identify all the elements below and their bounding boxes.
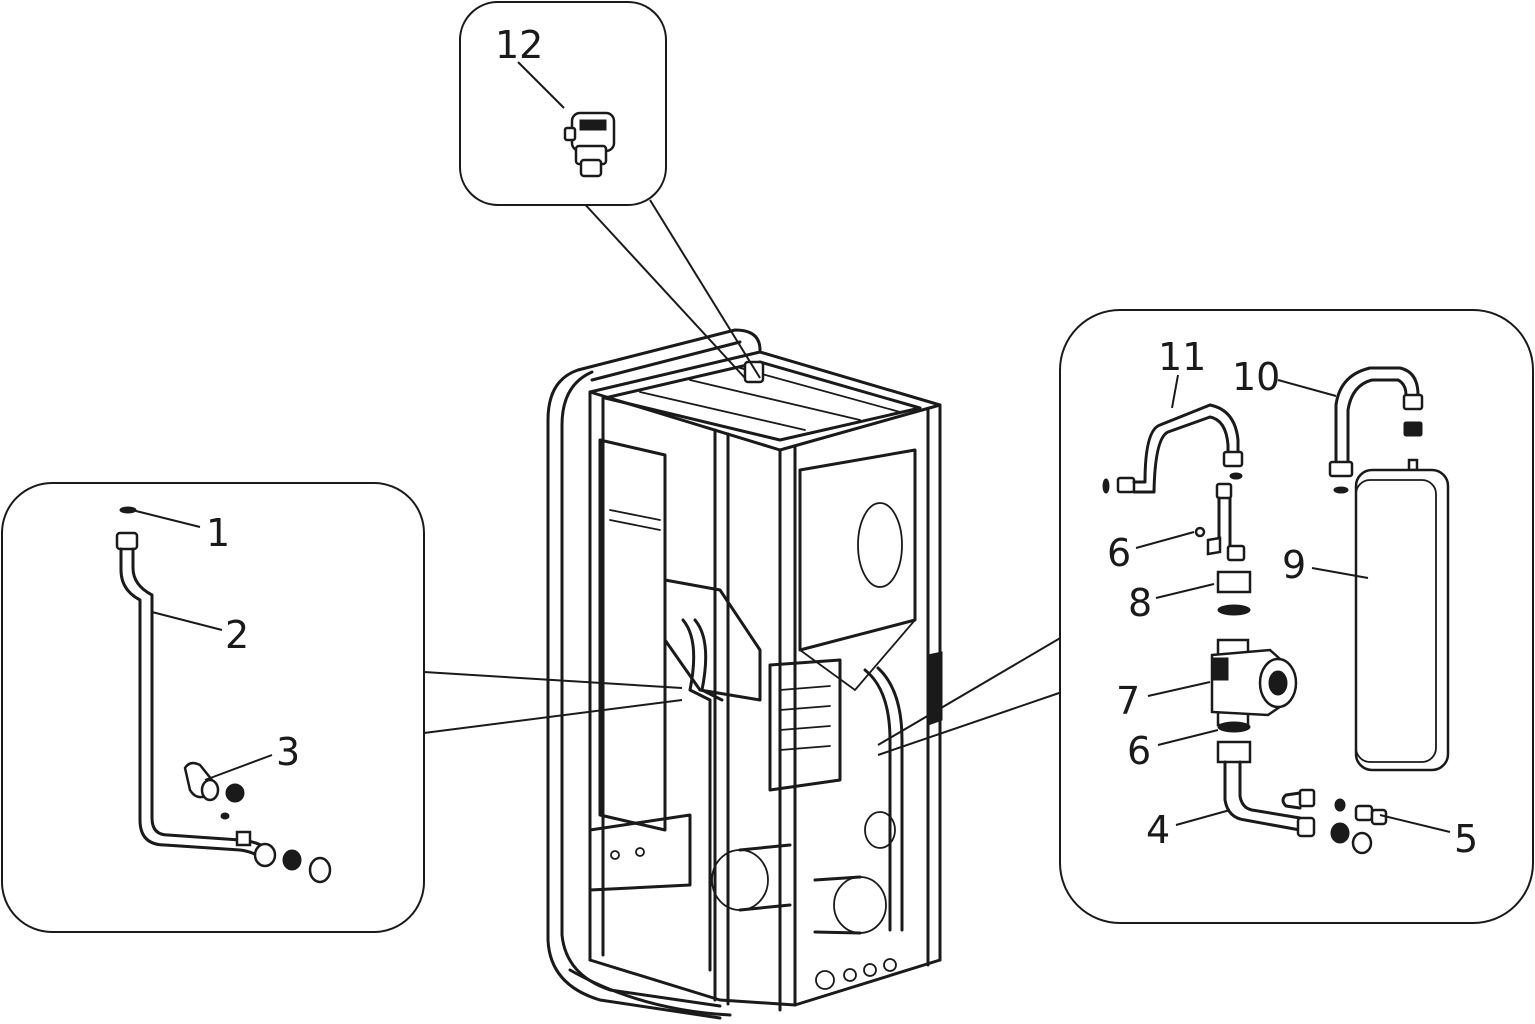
elbow-fittings bbox=[183, 761, 332, 884]
leader-10 bbox=[1277, 379, 1337, 397]
callout-3: 3 bbox=[276, 730, 300, 774]
callout-12: 12 bbox=[495, 23, 543, 67]
leader-8 bbox=[1155, 583, 1215, 599]
leader-12 bbox=[517, 61, 565, 109]
expansion-vessel bbox=[1354, 468, 1450, 772]
callout-5: 5 bbox=[1454, 817, 1478, 861]
callout-6-upper: 6 bbox=[1107, 531, 1131, 575]
pipe-4 bbox=[1216, 721, 1316, 838]
pipe-10 bbox=[1328, 366, 1424, 494]
callout-1: 1 bbox=[206, 511, 230, 555]
air-vent-valve bbox=[563, 111, 616, 178]
leader-11 bbox=[1171, 374, 1179, 409]
gasket bbox=[1194, 526, 1206, 538]
detail-box-air-vent: 12 bbox=[459, 1, 667, 206]
callout-7: 7 bbox=[1116, 679, 1140, 723]
fittings-5 bbox=[1330, 798, 1388, 855]
leader-4 bbox=[1175, 809, 1231, 826]
callout-4: 4 bbox=[1146, 808, 1170, 852]
callout-9: 9 bbox=[1282, 543, 1306, 587]
tee-fitting bbox=[1194, 482, 1252, 616]
leader-3 bbox=[204, 754, 273, 781]
return-pipe bbox=[115, 531, 272, 862]
zoom-lines bbox=[423, 199, 1063, 756]
callout-2: 2 bbox=[225, 613, 249, 657]
pipe-11 bbox=[1102, 403, 1244, 494]
callout-11: 11 bbox=[1158, 335, 1206, 379]
leader-6a bbox=[1135, 531, 1195, 549]
leader-5 bbox=[1379, 814, 1451, 833]
leader-1 bbox=[131, 509, 201, 528]
leader-2 bbox=[151, 611, 223, 631]
leader-9 bbox=[1311, 567, 1369, 579]
boiler-frame bbox=[546, 328, 943, 1020]
detail-box-left-pipe: 1 2 3 bbox=[1, 482, 425, 933]
detail-box-pump-group: 11 10 6 9 8 7 6 4 5 bbox=[1059, 309, 1534, 924]
callout-10: 10 bbox=[1232, 355, 1280, 399]
callout-6-lower: 6 bbox=[1127, 729, 1151, 773]
callout-8: 8 bbox=[1128, 581, 1152, 625]
leader-7 bbox=[1147, 681, 1211, 697]
leader-6b bbox=[1157, 729, 1219, 746]
